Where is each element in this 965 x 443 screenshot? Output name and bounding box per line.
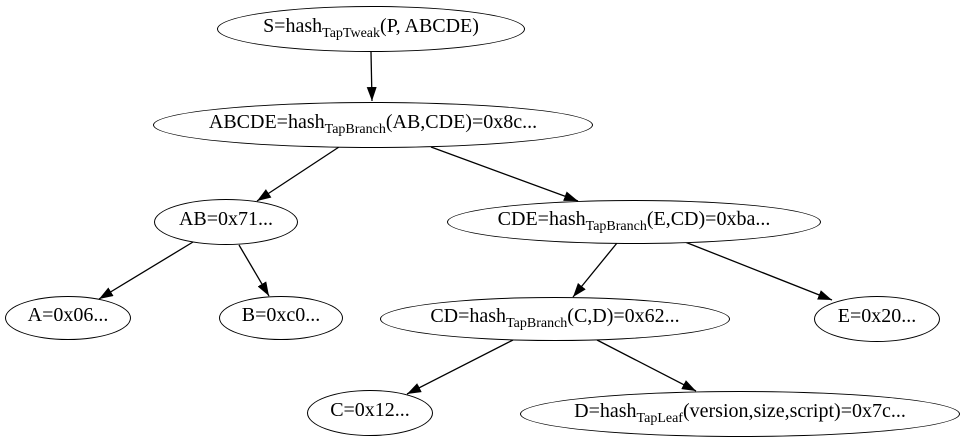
node-abcde: ABCDE=hashTapBranch(AB,CDE)=0x8c... (153, 102, 593, 148)
node-c: C=0x12... (307, 390, 433, 436)
node-cd: CD=hashTapBranch(C,D)=0x62... (380, 297, 730, 341)
node-cde-label: CDE=hashTapBranch(E,CD)=0xba... (497, 207, 771, 234)
node-e-label: E=0x20... (837, 304, 917, 327)
node-s-label: S=hashTapTweak(P, ABCDE) (263, 14, 479, 41)
node-cde: CDE=hashTapBranch(E,CD)=0xba... (447, 200, 821, 244)
node-cd-label: CD=hashTapBranch(C,D)=0x62... (430, 304, 680, 331)
node-ab-label: AB=0x71... (178, 207, 274, 230)
node-e: E=0x20... (814, 296, 940, 342)
edge-cde-cd (572, 242, 618, 298)
edge-s-abcde (366, 51, 377, 102)
edge-abcde-cde (430, 146, 579, 202)
edge-ab-a (98, 241, 194, 300)
node-d: D=hashTapLeaf(version,size,script)=0x7c.… (520, 391, 960, 437)
node-a-label: A=0x06... (27, 303, 109, 326)
edge-abcde-ab (256, 146, 340, 202)
edge-ab-b (238, 244, 270, 297)
node-c-label: C=0x12... (330, 398, 410, 421)
edge-cde-e (684, 241, 833, 301)
edge-cd-c (406, 339, 514, 395)
node-s: S=hashTapTweak(P, ABCDE) (217, 6, 525, 52)
node-abcde-label: ABCDE=hashTapBranch(AB,CDE)=0x8c... (208, 110, 538, 137)
node-b-label: B=0xc0... (241, 303, 321, 326)
node-b: B=0xc0... (219, 296, 343, 340)
node-d-label: D=hashTapLeaf(version,size,script)=0x7c.… (574, 399, 906, 426)
edge-cd-d (596, 339, 697, 392)
node-a: A=0x06... (5, 296, 131, 340)
node-ab: AB=0x71... (154, 199, 298, 245)
